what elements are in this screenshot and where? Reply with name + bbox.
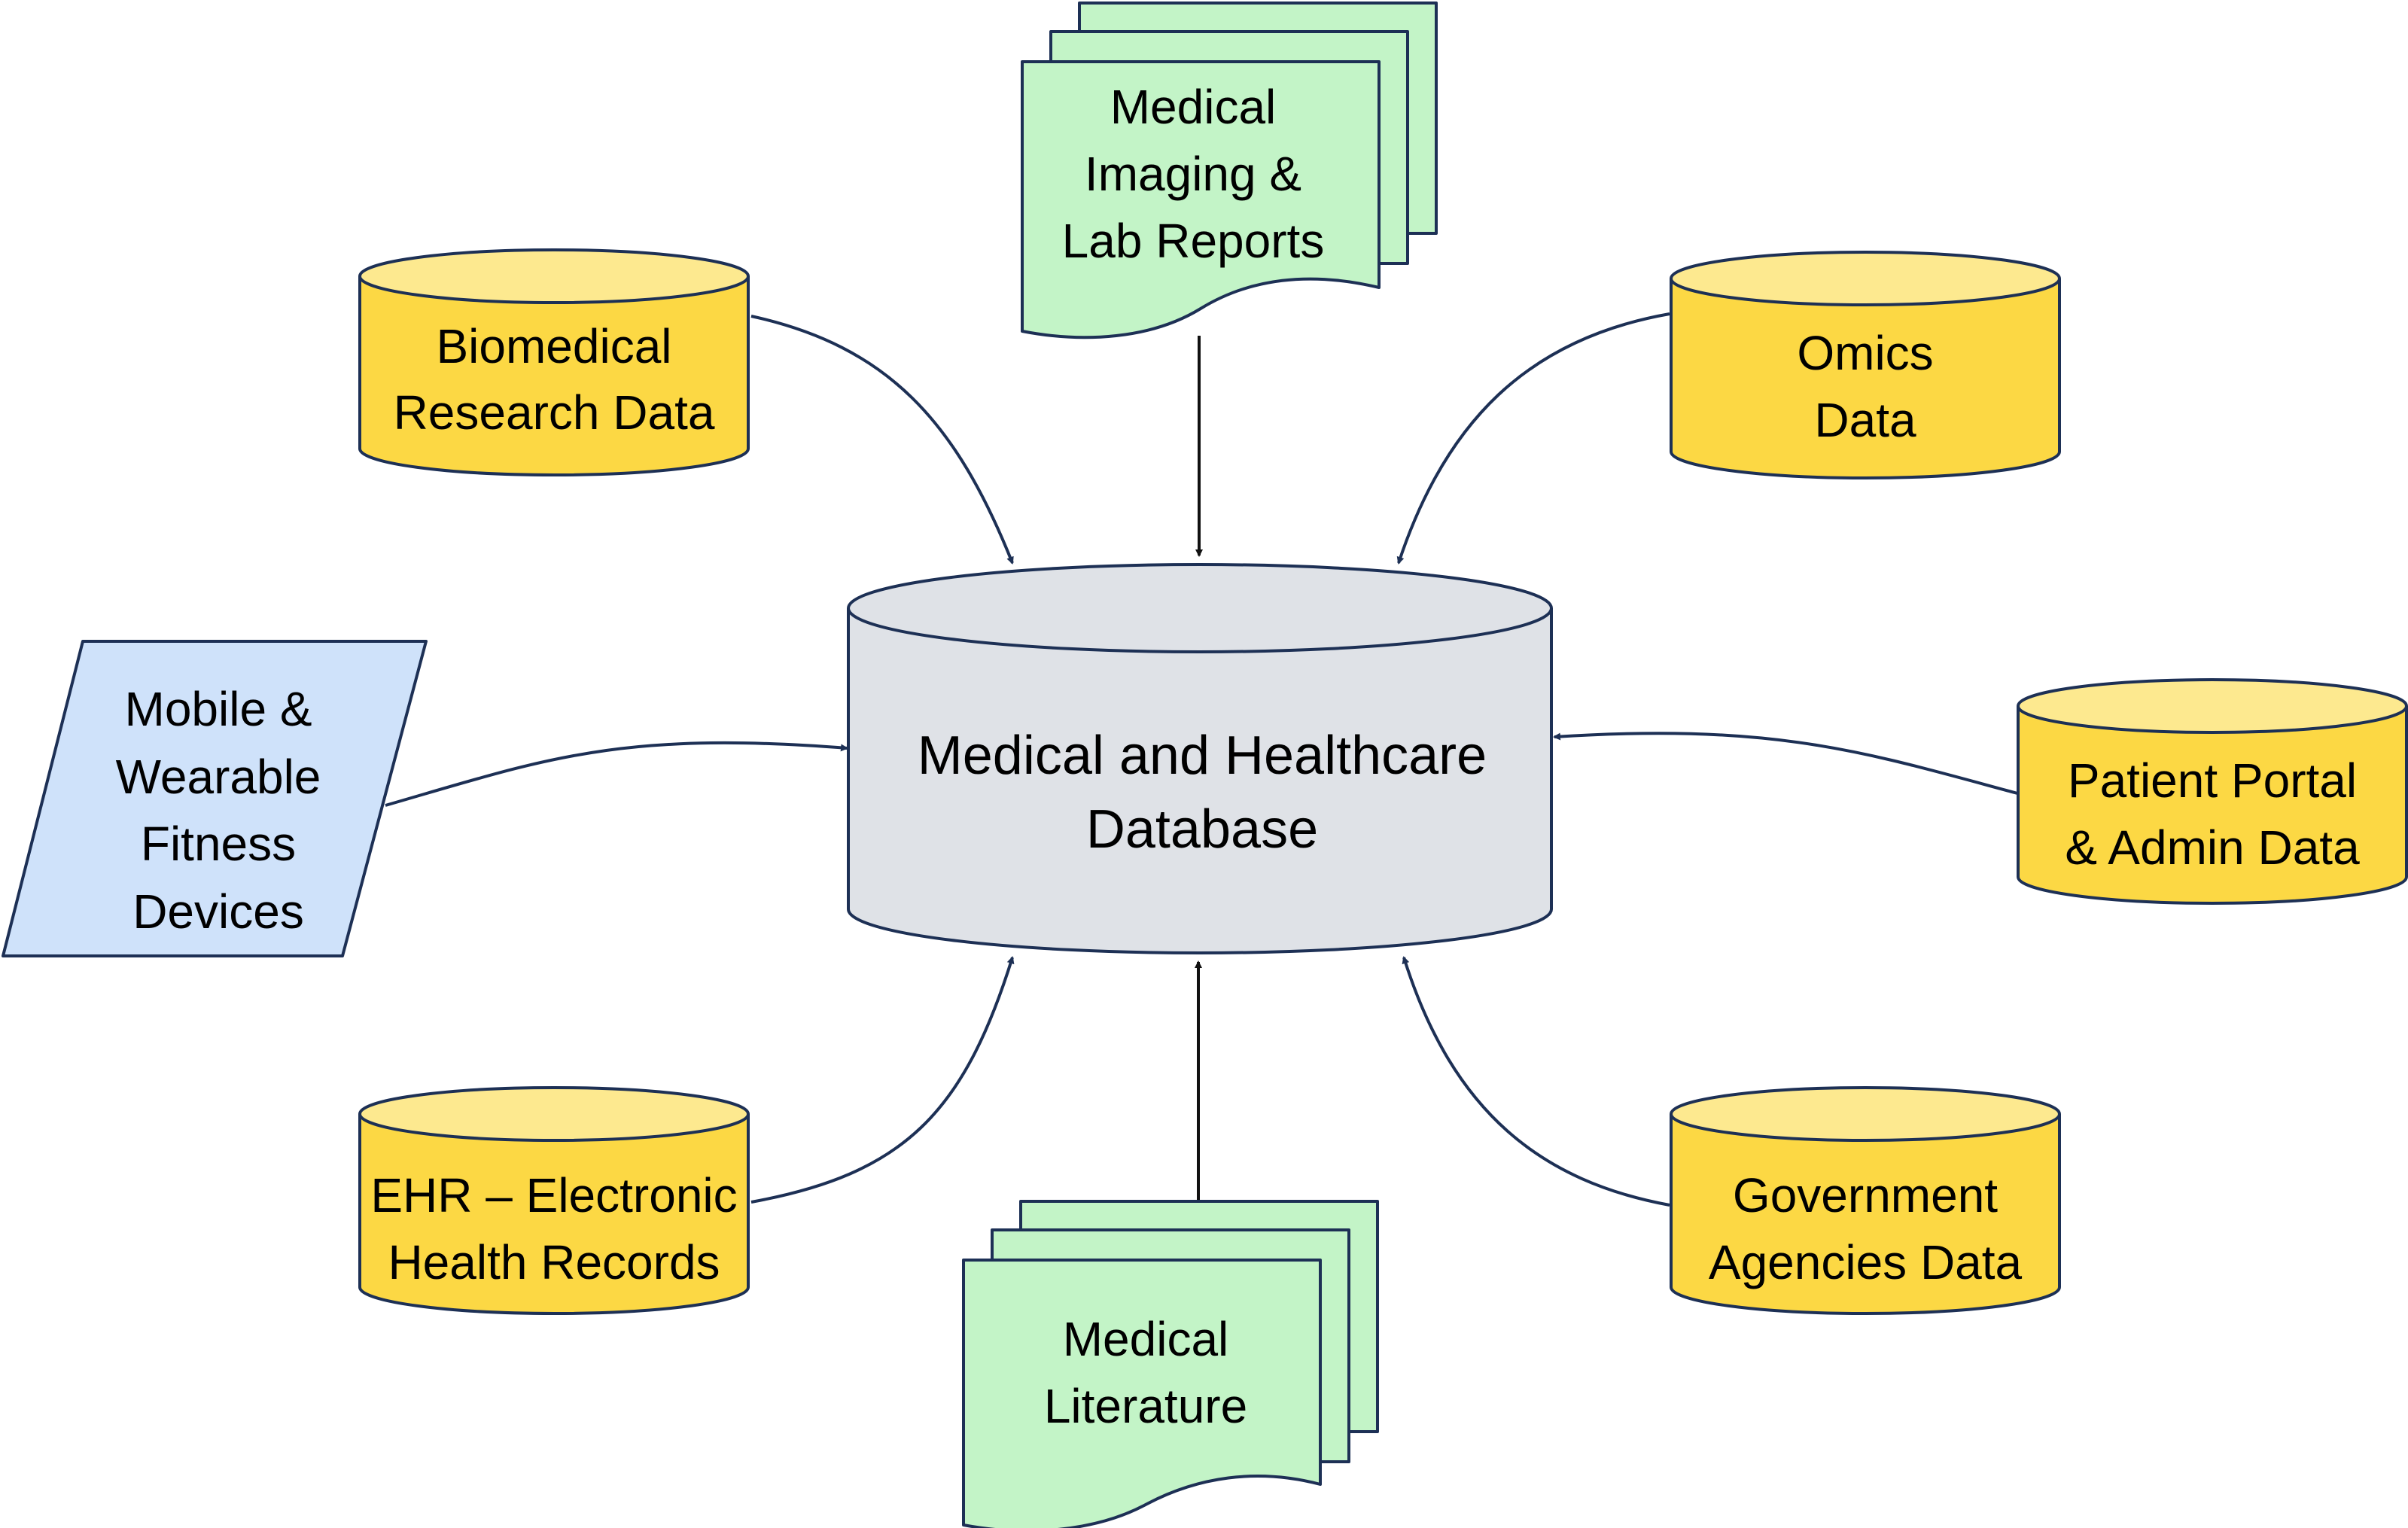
svg-text:Devices: Devices: [132, 884, 304, 939]
edge-mobile-wearable: [385, 741, 848, 807]
medical-literature-line-2: Literature: [1044, 1379, 1247, 1433]
svg-text:Medical and Healthcare: Medical and Healthcare: [918, 726, 1487, 786]
edge-biomedical-research: [750, 315, 1014, 565]
svg-text:Patient Portal: Patient Portal: [2068, 753, 2357, 808]
medical-imaging-line-1: Medical: [1110, 80, 1277, 134]
svg-text:Agencies Data: Agencies Data: [1709, 1235, 2023, 1289]
mobile-wearable-line-4: Devices: [132, 884, 304, 939]
node-biomedical-research: Biomedical Research Data: [358, 248, 750, 476]
svg-text:Mobile &: Mobile &: [125, 682, 312, 736]
mobile-wearable-line-1: Mobile &: [125, 682, 312, 736]
biomedical-research-line-1: Biomedical: [436, 319, 671, 373]
node-omics: Omics Data: [1670, 251, 2061, 479]
government-line-2: Agencies Data: [1709, 1235, 2023, 1289]
ehr-line-2: Health Records: [388, 1235, 720, 1289]
node-medical-imaging: Medical Imaging & Lab Reports: [1021, 2, 1438, 339]
patient-portal-line-1: Patient Portal: [2068, 753, 2357, 808]
node-mobile-wearable: Mobile & Wearable Fitness Devices: [2, 640, 428, 957]
svg-text:EHR – Electronic: EHR – Electronic: [370, 1168, 737, 1222]
svg-text:Medical: Medical: [1063, 1312, 1229, 1366]
svg-text:Medical: Medical: [1110, 80, 1277, 134]
svg-text:Literature: Literature: [1044, 1379, 1247, 1433]
edge-patient-portal: [1553, 732, 2018, 795]
node-medical-db: Medical and Healthcare Database: [847, 563, 1553, 954]
svg-text:Lab Reports: Lab Reports: [1062, 214, 1325, 268]
node-patient-portal: Patient Portal & Admin Data: [2017, 678, 2408, 905]
node-government: Government Agencies Data: [1670, 1086, 2061, 1315]
patient-portal-line-2: & Admin Data: [2065, 820, 2360, 875]
edge-government: [1402, 956, 1670, 1207]
svg-text:Data: Data: [1814, 393, 1916, 447]
node-ehr: EHR – Electronic Health Records: [358, 1086, 750, 1315]
svg-text:& Admin Data: & Admin Data: [2065, 820, 2360, 875]
svg-text:Fitness: Fitness: [141, 817, 296, 871]
mobile-wearable-line-3: Fitness: [141, 817, 296, 871]
medical-literature-line-1: Medical: [1063, 1312, 1229, 1366]
edge-omics: [1396, 312, 1670, 565]
svg-text:Omics: Omics: [1797, 326, 1933, 380]
svg-text:Health Records: Health Records: [388, 1235, 720, 1289]
edge-ehr: [750, 956, 1015, 1204]
node-medical-literature: Medical Literature: [962, 1200, 1379, 1528]
omics-line-2: Data: [1814, 393, 1916, 447]
medical-imaging-line-3: Lab Reports: [1062, 214, 1325, 268]
svg-text:Government: Government: [1733, 1168, 1998, 1222]
biomedical-research-line-2: Research Data: [394, 385, 715, 440]
center-label-line-2: Database: [1086, 799, 1318, 860]
svg-text:Research Data: Research Data: [394, 385, 715, 440]
omics-line-1: Omics: [1797, 326, 1933, 380]
svg-text:Database: Database: [1086, 799, 1318, 860]
medical-imaging-line-2: Imaging &: [1085, 147, 1301, 201]
svg-text:Wearable: Wearable: [116, 750, 321, 804]
government-line-1: Government: [1733, 1168, 1998, 1222]
mobile-wearable-line-2: Wearable: [116, 750, 321, 804]
svg-text:Imaging &: Imaging &: [1085, 147, 1301, 201]
ehr-line-1: EHR – Electronic: [370, 1168, 737, 1222]
svg-text:Biomedical: Biomedical: [436, 319, 671, 373]
connectors: [385, 312, 2018, 1207]
center-label-line-1: Medical and Healthcare: [918, 726, 1487, 786]
